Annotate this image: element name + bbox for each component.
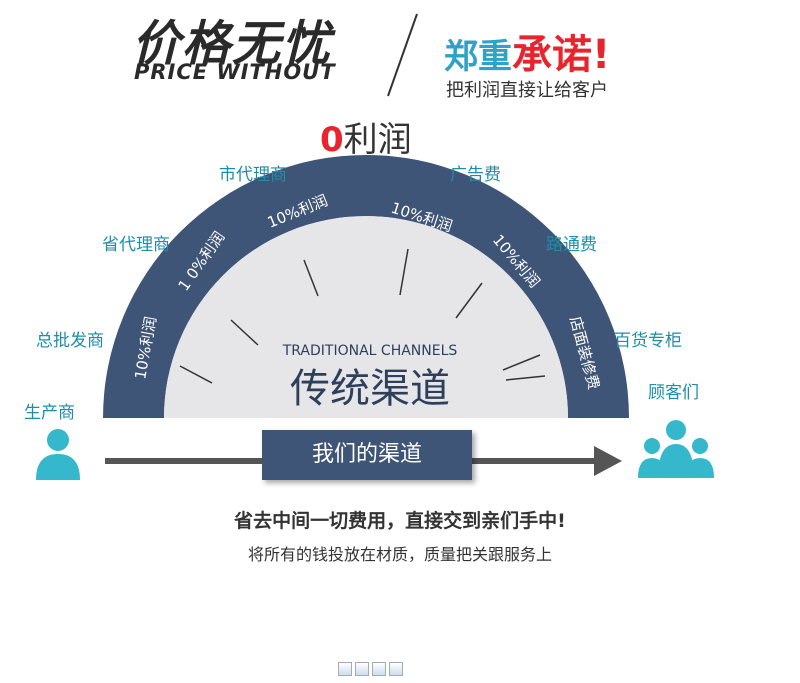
thumbnail-4[interactable] bbox=[389, 662, 403, 676]
label-wholesaler: 总批发商 bbox=[36, 331, 104, 351]
zero-number: 0 bbox=[320, 120, 344, 160]
our-channel-box: 我们的渠道 bbox=[262, 430, 472, 480]
arrow-head bbox=[594, 446, 622, 476]
label-province-agent: 省代理商 bbox=[102, 235, 170, 255]
center-chinese: 传统渠道 bbox=[290, 366, 450, 412]
promise-heading: 郑重承诺! bbox=[444, 22, 610, 80]
title-english: PRICE WITHOUT bbox=[134, 60, 336, 84]
thumbnail-1[interactable] bbox=[338, 662, 352, 676]
zero-profit: 0利润 bbox=[320, 112, 412, 161]
bottom-line-1: 省去中间一切费用，直接交到亲们手中! bbox=[234, 510, 566, 532]
center-english: TRADITIONAL CHANNELS bbox=[282, 343, 458, 359]
divider-slash bbox=[387, 13, 418, 97]
promise-blue: 郑重 bbox=[444, 37, 512, 77]
promise-red: 承诺 bbox=[512, 32, 592, 78]
promise-mark: ! bbox=[592, 32, 611, 78]
bottom-line-2: 将所有的钱投放在材质，质量把关跟服务上 bbox=[247, 545, 552, 564]
label-producer: 生产商 bbox=[24, 403, 75, 423]
label-customers: 顾客们 bbox=[648, 383, 699, 403]
title-chinese: 价格无忧 bbox=[132, 16, 333, 72]
thumbnail-3[interactable] bbox=[372, 662, 386, 676]
label-road-fee: 路通费 bbox=[546, 235, 597, 255]
person-icon bbox=[36, 429, 80, 480]
arc-inner bbox=[164, 216, 568, 418]
arc-band bbox=[103, 155, 629, 418]
thumbnail-2[interactable] bbox=[355, 662, 369, 676]
arc-ticks bbox=[179, 248, 546, 384]
label-ad-fee: 广告费 bbox=[450, 165, 501, 185]
zero-text: 利润 bbox=[343, 120, 412, 160]
label-department-store: 百货专柜 bbox=[614, 331, 682, 351]
group-icon bbox=[638, 420, 714, 478]
label-city-agent: 市代理商 bbox=[219, 165, 287, 185]
promise-subtitle: 把利润直接让给客户 bbox=[446, 80, 608, 101]
